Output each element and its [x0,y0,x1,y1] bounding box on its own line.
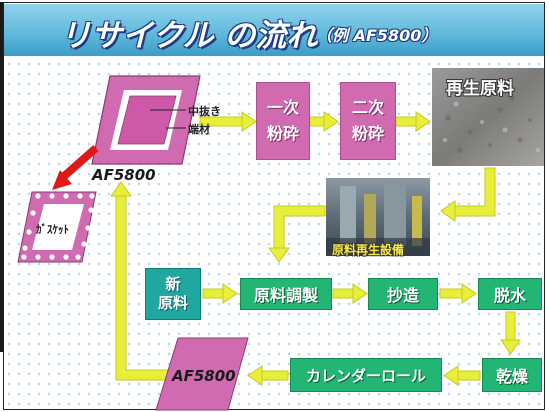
drying-box: 乾燥 [482,358,542,392]
title-bar: リサイクル の流れ （例 AF5800） [4,4,544,59]
arrow-head-11 [247,365,263,386]
arrow-head-8 [461,283,477,304]
arrow-dewater-to-dry [505,311,516,341]
arrow-head-3 [415,111,431,132]
primary-crush-line2: 粉砕 [266,124,299,143]
recycle-facility-label: 原料再生設備 [332,243,405,257]
output-sheet-shape [155,337,249,411]
new-material-line1: 新 [165,275,181,293]
gasket-shape [17,191,97,263]
arrow-head-4 [440,200,456,222]
papermaking-box: 抄造 [368,278,438,310]
arrow-primary-to-secondary [309,116,325,127]
slide-title: リサイクル の流れ [60,18,318,54]
sheet-shape [91,75,201,165]
gasket-label: ｶﾞｽｹｯﾄ [36,223,69,236]
new-material-line2: 原料 [157,294,188,312]
arrow-paper-to-dewater [439,288,463,299]
sheet-product-label: AF5800 [92,166,156,184]
arrow-head-1 [241,111,257,132]
secondary-crush-line1: 二次 [351,98,384,117]
slide-subtitle: （例 AF5800） [316,26,438,45]
arrow-material-to-facility [454,167,496,217]
recycle-facility-photo [326,178,430,256]
secondary-crush-line2: 粉砕 [351,124,384,143]
primary-crush-line1: 一次 [266,98,299,117]
label-edge-scrap: 端材 [188,123,210,136]
arrow-new-to-blending [202,288,224,299]
left-edge-rule [0,2,3,352]
red-arrow [52,145,99,190]
arrow-head-5 [268,247,290,263]
new-material-box: 新 原料 [145,268,201,320]
arrow-head-9 [500,339,521,355]
arrow-secondary-to-material [395,116,417,127]
arrow-calender-to-output [261,370,289,381]
recycled-material-label: 再生原料 [446,79,514,99]
arrow-head-6 [222,283,238,304]
arrow-head-7 [352,283,368,304]
dewatering-box: 脱水 [478,278,542,310]
arrow-blending-to-paper [332,288,354,299]
blending-box: 原料調製 [240,278,332,310]
secondary-crush-box: 二次 粉砕 [340,82,396,160]
arrow-dry-to-calender [457,370,481,381]
primary-crush-box: 一次 粉砕 [256,82,310,160]
arrow-head-10 [443,365,459,386]
arrow-facility-to-blending [273,205,326,249]
label-inner-cut: 中抜き [188,105,221,118]
output-product-label: AF5800 [172,367,236,385]
recycled-material-photo [432,68,544,166]
arrow-head-12 [110,181,132,197]
arrow-head-2 [323,111,339,132]
calender-roll-box: カレンダーロール [290,358,442,392]
